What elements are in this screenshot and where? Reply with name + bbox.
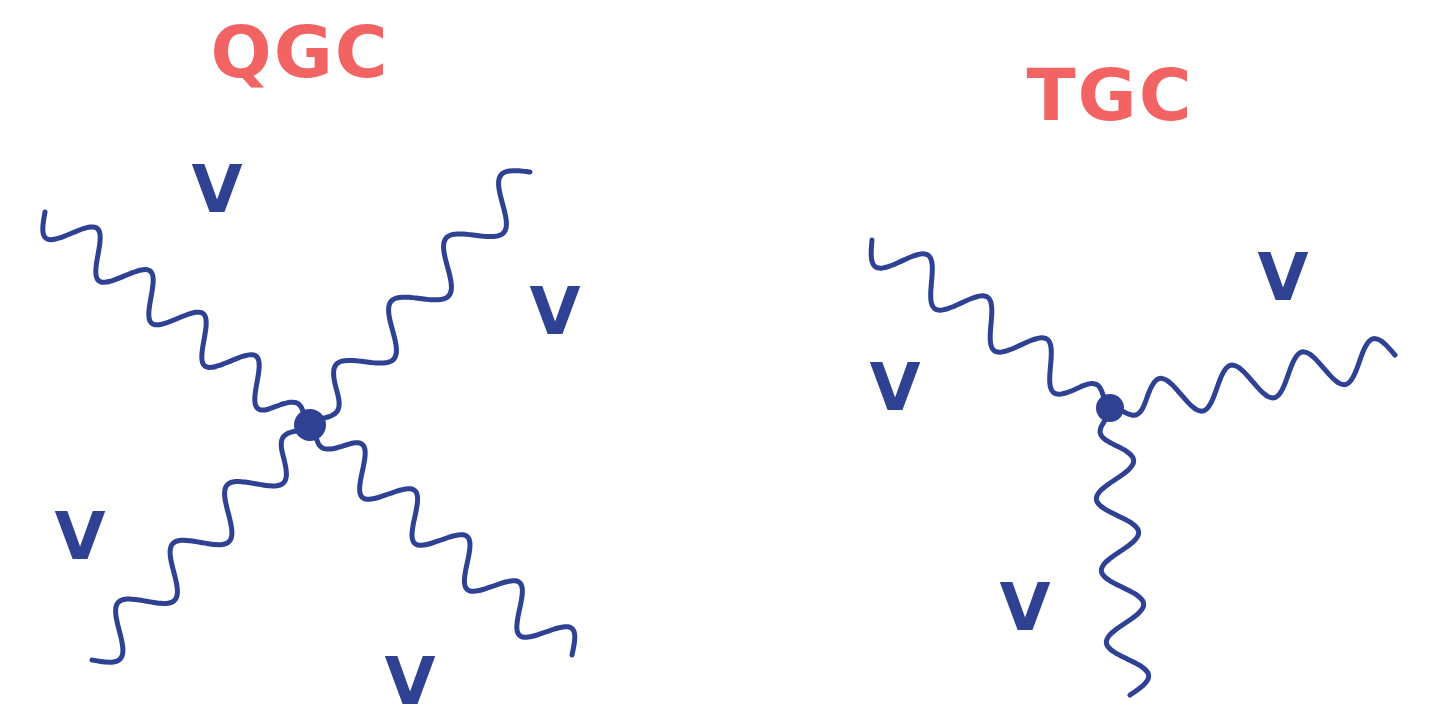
wavy-boson-line [43,212,310,425]
triple-vertex [1096,394,1124,422]
wavy-boson-line [310,425,575,655]
diagram-heading: TGC [1026,59,1193,131]
wavy-boson-line [1096,408,1148,695]
boson-label: V [1257,245,1308,311]
boson-label: V [384,649,435,715]
boson-lines [43,171,1395,695]
boson-label: V [869,355,920,421]
wavy-boson-line [310,171,530,425]
boson-label: V [999,575,1050,641]
wavy-boson-line [1110,339,1395,416]
diagram-heading: QGC [210,16,389,88]
wavy-boson-line [92,425,310,662]
quartic-vertex [294,409,326,441]
boson-label: V [54,504,105,570]
boson-label: V [191,157,242,223]
boson-label: V [529,279,580,345]
